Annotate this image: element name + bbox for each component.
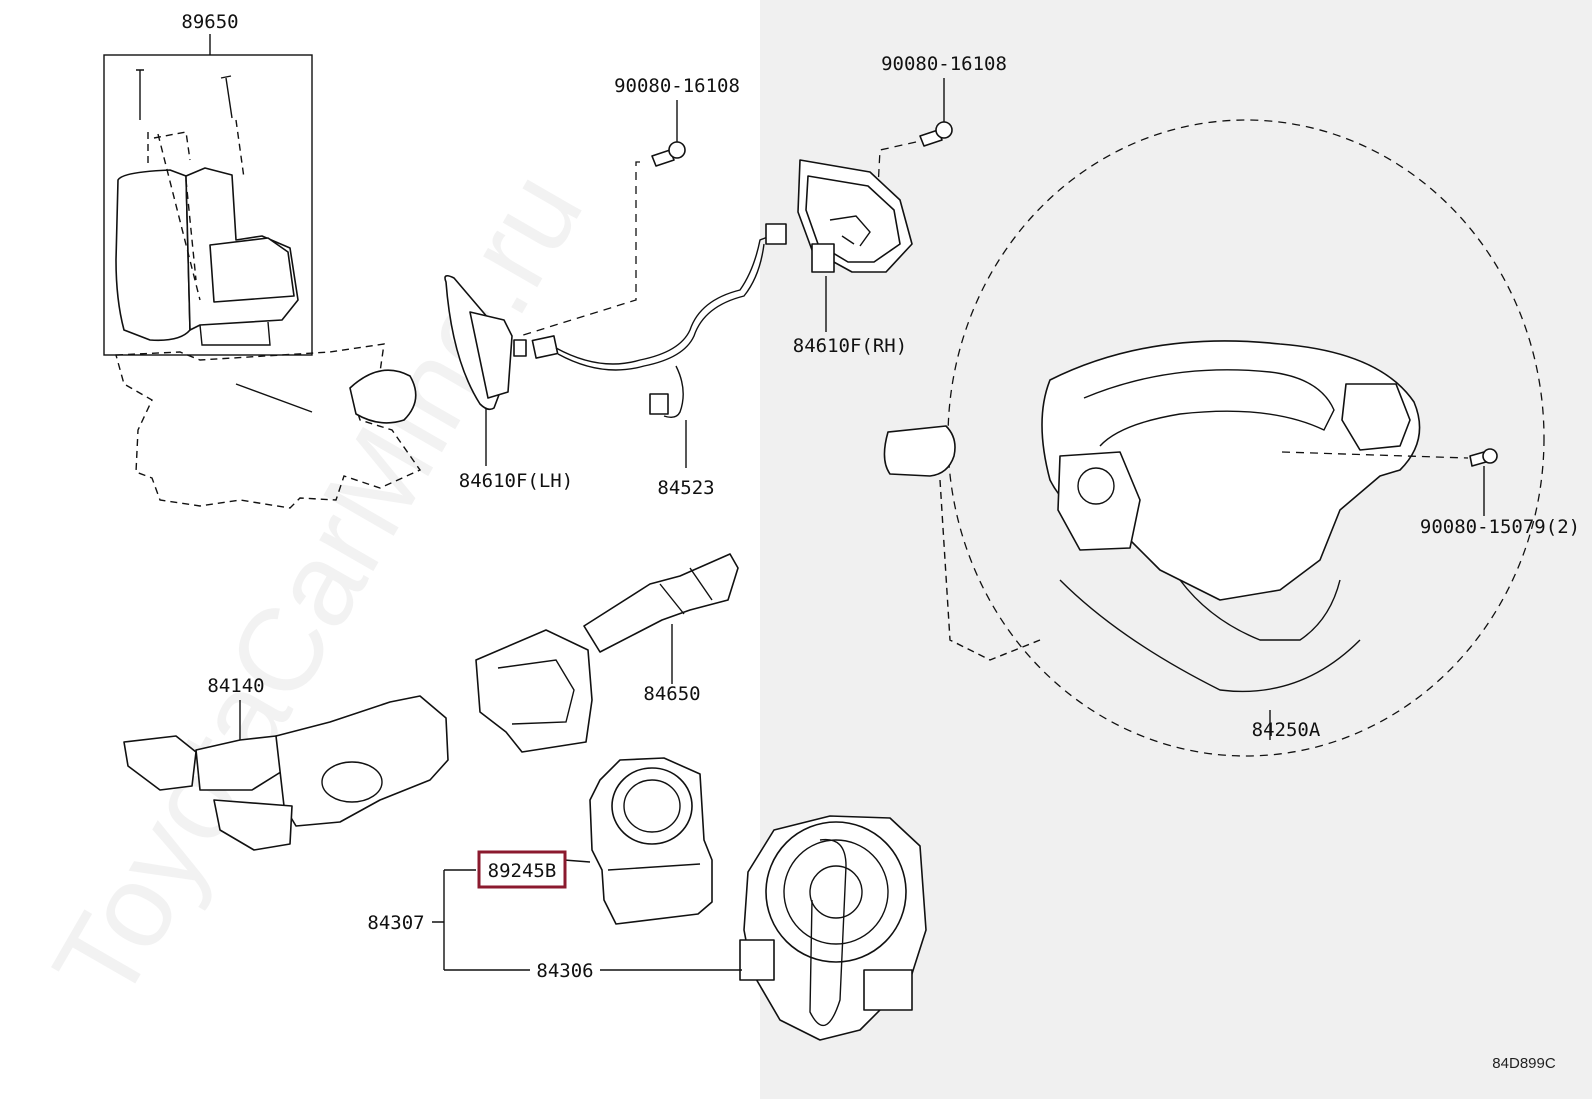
wire-harness-drawing [531, 223, 787, 468]
spiral-cable-drawing [739, 815, 927, 1041]
label-84306[interactable]: 84306 [536, 960, 593, 982]
steering-angle-sensor-drawing [589, 757, 713, 925]
screw-90080-16108-left-drawing [519, 100, 686, 337]
label-89245B[interactable]: 89245B [488, 860, 557, 882]
wiper-switch-drawing [475, 553, 739, 753]
steering-lock-assembly-drawing [103, 54, 422, 509]
leader-lines [209, 34, 742, 971]
switch-lh-drawing [444, 274, 527, 466]
label-90080-16108-right[interactable]: 90080-16108 [881, 53, 1007, 75]
screw-90080-15079-drawing [1469, 448, 1498, 516]
label-84610F-LH[interactable]: 84610F(LH) [459, 470, 573, 492]
label-90080-15079[interactable]: 90080-15079(2) [1420, 516, 1580, 538]
steering-wheel-drawing [883, 119, 1545, 757]
label-89650[interactable]: 89650 [181, 11, 238, 33]
diagram-code: 84D899C [1492, 1055, 1556, 1072]
switch-rh-drawing [797, 159, 913, 332]
watermark: ToyotaCarMine.ru [28, 150, 608, 1023]
label-84250A[interactable]: 84250A [1252, 719, 1321, 741]
label-84307[interactable]: 84307 [367, 912, 424, 934]
label-84523[interactable]: 84523 [657, 477, 714, 499]
label-84140[interactable]: 84140 [207, 675, 264, 697]
screw-90080-16108-right-drawing [877, 78, 953, 189]
label-90080-16108-left[interactable]: 90080-16108 [614, 75, 740, 97]
turn-signal-switch-drawing [123, 695, 449, 851]
label-84610F-RH[interactable]: 84610F(RH) [793, 335, 907, 357]
highlight-box[interactable] [477, 850, 567, 889]
label-84650[interactable]: 84650 [643, 683, 700, 705]
